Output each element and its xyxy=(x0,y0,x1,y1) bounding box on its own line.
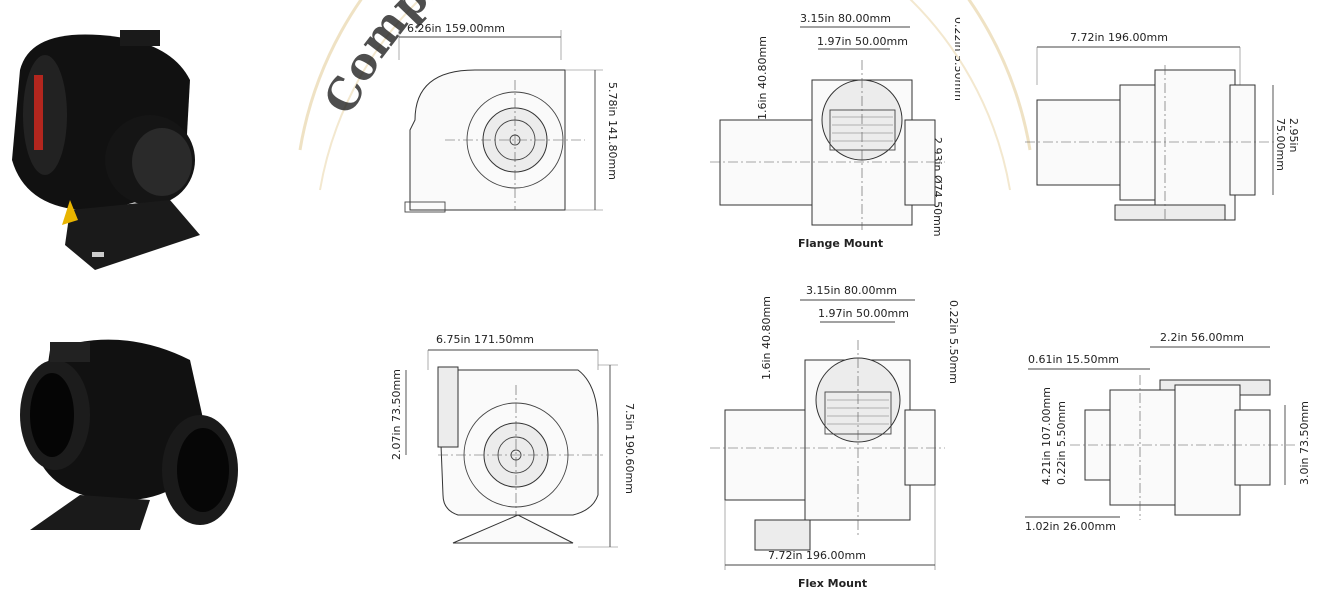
caption-flange-mount: Flange Mount xyxy=(798,237,883,250)
plan-view-flange: 7.72in 196.00mm 2.95in 75.00mm xyxy=(1025,31,1300,221)
dim-side-top: 3.15in 80.00mm xyxy=(800,12,891,25)
dim-side2-top: 3.15in 80.00mm xyxy=(806,284,897,297)
dim-plan-height-b: 75.00mm xyxy=(1274,118,1287,171)
dim-plan2-left-a: 4.21in 107.00mm xyxy=(1040,387,1053,485)
side-view-flange: 3.15in 80.00mm 1.97in 50.00mm 1.6in 40.8… xyxy=(710,12,960,250)
front-view-flange: 6.26in 159.00mm 5.78in 141.80mm xyxy=(398,22,619,213)
caption-flex-mount: Flex Mount xyxy=(798,577,867,590)
dim-side2-bottom: 7.72in 196.00mm xyxy=(768,549,866,562)
dim-side-right: 0.22in 5.50mm xyxy=(952,17,960,101)
dim-side2-right: 0.22in 5.50mm xyxy=(947,300,960,384)
dim-side-inner: 1.97in 50.00mm xyxy=(817,35,908,48)
flange-blower-photo xyxy=(12,30,200,270)
flex-blower-photo xyxy=(20,339,238,530)
dim-front-width: 6.26in 159.00mm xyxy=(407,22,505,35)
plan-view-flex: 2.2in 56.00mm 0.61in 15.50mm 4.21in 107.… xyxy=(1025,331,1311,533)
front-view-flex: 6.75in 171.50mm 2.07in 73.50mm 7.5in 190… xyxy=(390,333,636,548)
dim-front2-height: 7.5in 190.60mm xyxy=(623,403,636,494)
dim-front2-left: 2.07in 73.50mm xyxy=(390,369,403,460)
dim-plan2-slot: 0.61in 15.50mm xyxy=(1028,353,1119,366)
dim-side2-inner: 1.97in 50.00mm xyxy=(818,307,909,320)
dim-front2-width: 6.75in 171.50mm xyxy=(436,333,534,346)
dim-front-height: 5.78in 141.80mm xyxy=(606,82,619,180)
dim-plan2-left-b: 0.22in 5.50mm xyxy=(1055,401,1068,485)
dim-side2-left: 1.6in 40.80mm xyxy=(760,296,773,380)
dim-plan-height-a: 2.95in xyxy=(1287,118,1300,153)
side-view-flex: 3.15in 80.00mm 1.97in 50.00mm 1.6in 40.8… xyxy=(710,284,960,590)
dim-side-left: 1.6in 40.80mm xyxy=(756,36,769,120)
dim-plan-width: 7.72in 196.00mm xyxy=(1070,31,1168,44)
dim-plan2-top: 2.2in 56.00mm xyxy=(1160,331,1244,344)
dim-plan2-bottom: 1.02in 26.00mm xyxy=(1025,520,1116,533)
dim-plan2-right: 3.0in 73.50mm xyxy=(1298,401,1311,485)
